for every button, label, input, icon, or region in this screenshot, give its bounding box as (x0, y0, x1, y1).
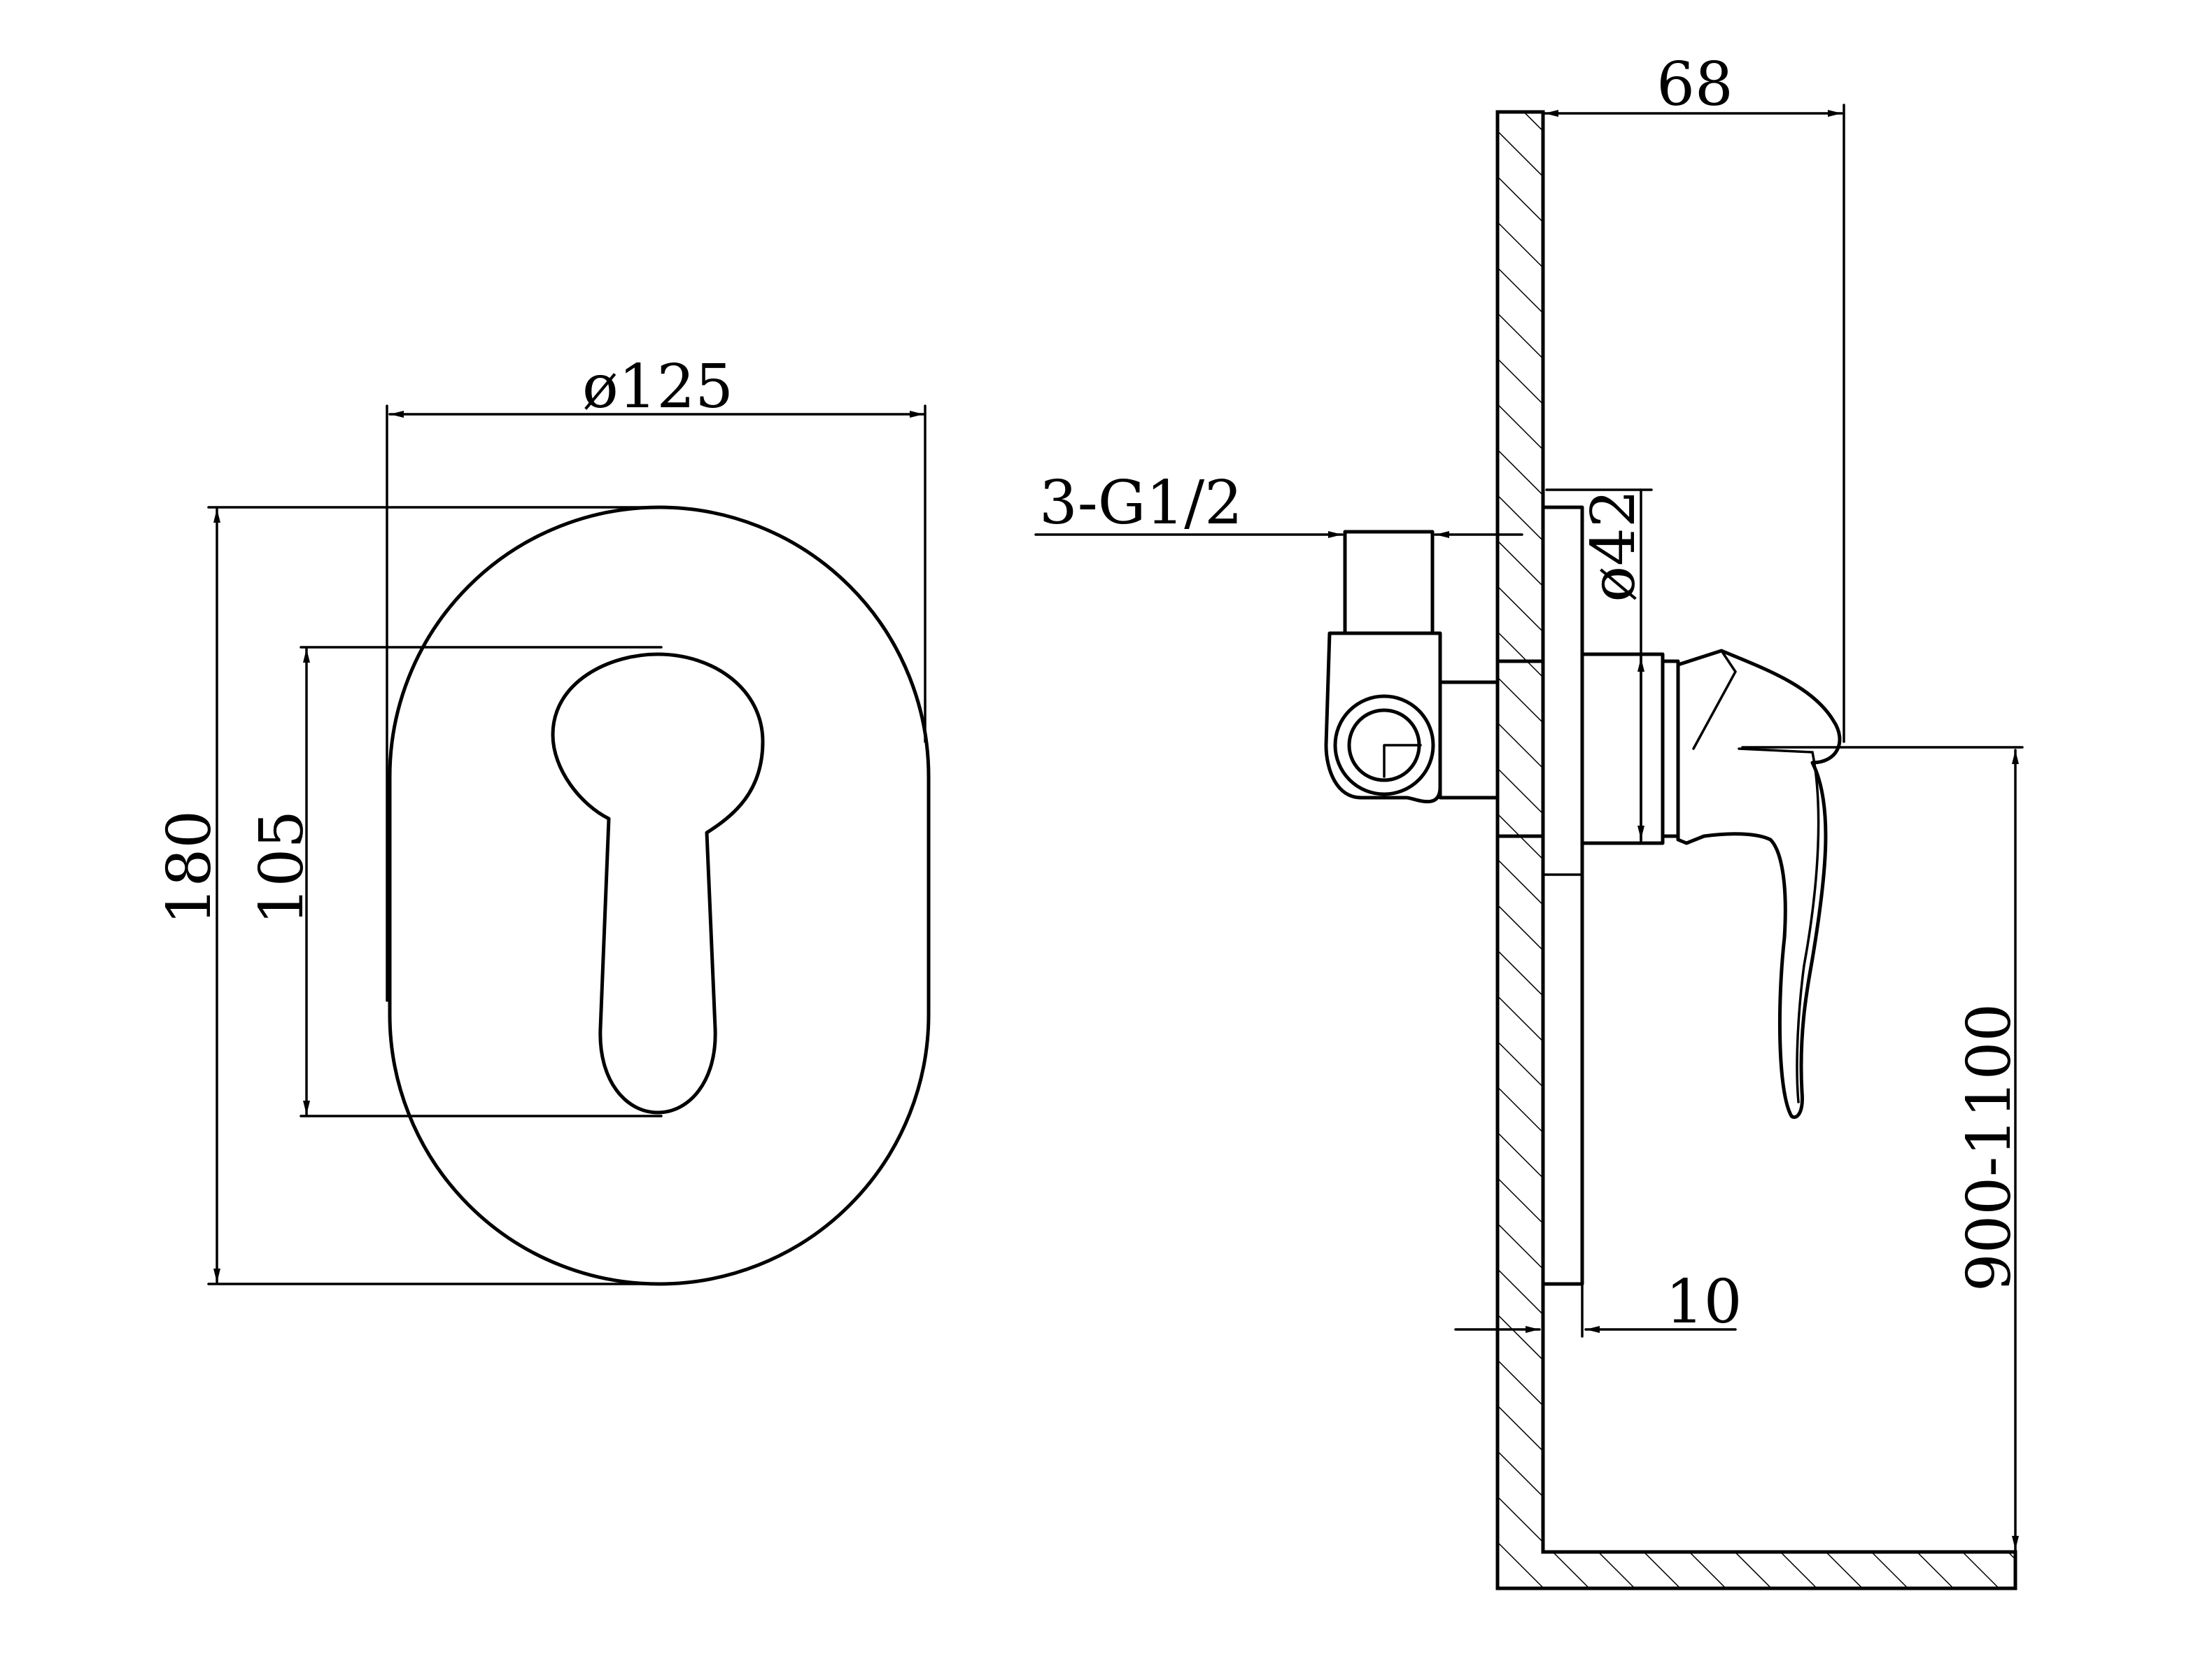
cover-plate-side (1541, 505, 1584, 1286)
cartridge-diameter-label: ø42 (1579, 489, 1649, 602)
front-height-label: 180 (155, 810, 225, 925)
handle-shape (551, 652, 765, 1115)
cartridge-ring (1661, 659, 1680, 838)
front-width-label: ø125 (582, 352, 733, 422)
handle-height-label: 105 (247, 810, 317, 925)
fitting-notch (1383, 744, 1422, 778)
lever-top-facet (1692, 649, 1738, 750)
side-view: 3-G1/2 ø42 68 10 900-1100 (1034, 50, 2024, 1590)
inlet-elbow (1324, 631, 1442, 804)
connector-neck (1438, 680, 1500, 800)
cartridge-sleeve (1580, 652, 1665, 845)
plate-thickness-label: 10 (1665, 1267, 1742, 1337)
connection-label: 3-G1/2 (1039, 468, 1243, 538)
outlet-fitting-outer (1333, 694, 1435, 796)
lever-side (1676, 649, 1842, 1120)
mount-height-label: 900-1100 (1954, 1003, 2024, 1292)
front-view: ø125 180 105 (155, 352, 931, 1286)
lever-inner-curve (1738, 747, 1820, 1103)
wall-section (1495, 110, 2017, 1590)
inlet-pipe (1343, 530, 1435, 635)
cover-plate-outline (388, 505, 931, 1286)
projection-label: 68 (1656, 50, 1733, 120)
